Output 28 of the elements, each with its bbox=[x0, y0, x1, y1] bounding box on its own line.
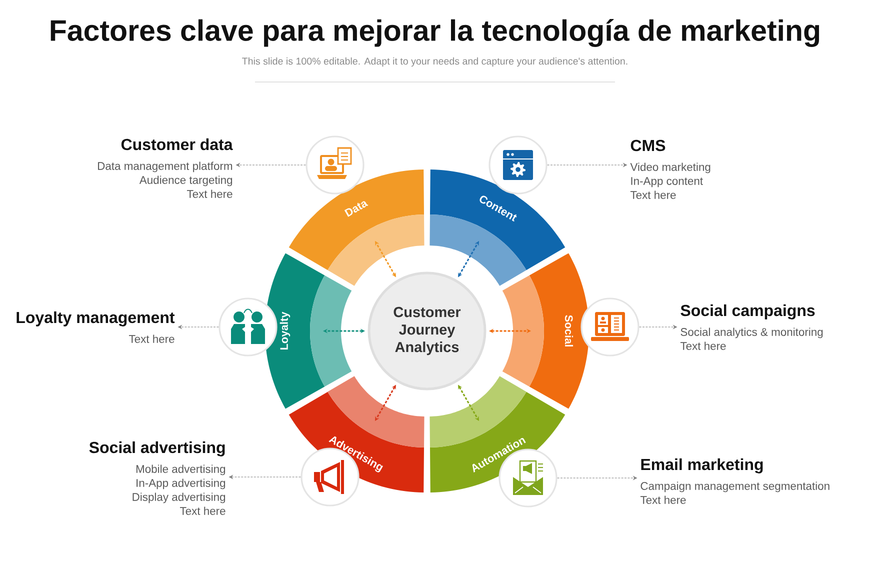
callout-heading: Customer data bbox=[121, 138, 233, 150]
text-line: Campaign management segmentation bbox=[640, 482, 830, 492]
callout-heading: Social campaigns bbox=[680, 304, 815, 320]
text-line: Social analytics & monitoring bbox=[680, 328, 823, 338]
text-line: Text here bbox=[640, 496, 686, 504]
text-line: Video marketing bbox=[630, 162, 710, 174]
text-line: Audience targeting bbox=[139, 176, 232, 186]
text-line: Data management platform bbox=[98, 162, 232, 172]
title: Factores clave para mejorar la tecnología de marketing bbox=[50, 19, 820, 47]
text-line: In-App advertising bbox=[136, 478, 226, 490]
text-line: Text here bbox=[680, 342, 726, 350]
double-arrow bbox=[489, 328, 531, 334]
callout-heading: Email marketing bbox=[641, 458, 763, 474]
text-line: Text here bbox=[180, 506, 226, 515]
callout-heading: Social advertising bbox=[89, 441, 225, 456]
text-line: In-App content bbox=[631, 177, 703, 188]
text-line: Text here bbox=[187, 190, 232, 198]
text-line: Mobile advertising bbox=[136, 464, 226, 476]
callout-heading: Loyalty management bbox=[16, 311, 175, 326]
text-line: Display advertising bbox=[132, 492, 226, 504]
ring-segment: Data bbox=[288, 170, 424, 286]
subtitle: This slide is 100% editable. Adapt it to your needs and capture your audience's attention. bbox=[242, 57, 628, 67]
double-arrow bbox=[323, 328, 365, 334]
ring-segment: Loyalty bbox=[265, 253, 352, 409]
callout-heading: CMS bbox=[630, 140, 666, 152]
ring-segment: Social bbox=[502, 253, 589, 409]
text-line: Text here bbox=[630, 190, 676, 199]
text-line: Text here bbox=[129, 334, 174, 343]
